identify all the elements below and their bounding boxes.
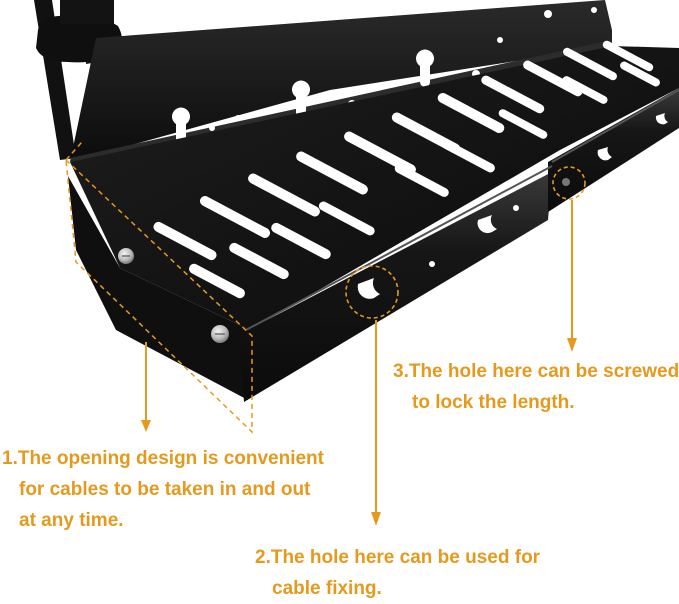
caption-opening-line-1: 1.The opening design is convenient bbox=[2, 448, 324, 469]
caption-fixing-hole-line-1: 2.The hole here can be used for bbox=[255, 547, 541, 568]
caption-length-hole-line-1: 3.The hole here can be screwed bbox=[393, 361, 679, 382]
fixing-hole-marker bbox=[345, 265, 399, 319]
screw bbox=[118, 248, 229, 343]
length-hole-marker bbox=[552, 166, 586, 200]
caption-length-hole-line-2: to lock the length. bbox=[412, 392, 575, 413]
caption-fixing-hole-line-2: cable fixing. bbox=[272, 578, 382, 599]
arrow-opening bbox=[141, 342, 151, 432]
arrow-fixing-hole bbox=[371, 320, 381, 526]
opening-highlight bbox=[65, 141, 253, 434]
caption-opening-line-3: at any time. bbox=[19, 510, 124, 531]
caption-length-hole: 3.The hole here can be screwed to lock t… bbox=[393, 356, 679, 418]
caption-fixing-hole: 2.The hole here can be used for cable fi… bbox=[255, 542, 540, 604]
arrow-length-hole bbox=[567, 200, 577, 352]
tray-floor bbox=[70, 40, 679, 330]
caption-opening-line-2: for cables to be taken in and out bbox=[19, 479, 311, 500]
tray-front-lip bbox=[68, 88, 679, 402]
caption-opening: 1.The opening design is convenient for c… bbox=[2, 443, 324, 536]
